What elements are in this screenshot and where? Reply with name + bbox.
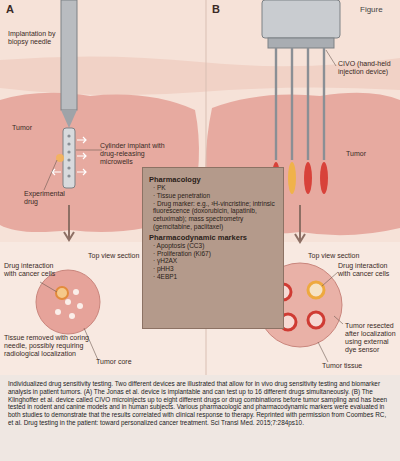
list-item: · Tissue penetration bbox=[149, 192, 277, 200]
leader-line bbox=[76, 150, 102, 151]
drug-spot bbox=[56, 287, 68, 299]
cylinder-implant bbox=[63, 128, 75, 188]
drug-release bbox=[56, 154, 64, 162]
list-item: · Drug marker: e.g., ³H-vincristine; int… bbox=[149, 200, 277, 231]
annotation: Drug interaction with cancer cells bbox=[338, 262, 398, 278]
annotation: Implantation by biopsy needle bbox=[8, 30, 58, 46]
leader-line bbox=[84, 328, 98, 360]
annotation: Top view section bbox=[88, 252, 148, 260]
leader-line bbox=[318, 342, 328, 362]
tissue-layer bbox=[0, 56, 400, 95]
panel-letter: A bbox=[6, 3, 26, 16]
down-arrow bbox=[295, 205, 305, 242]
background bbox=[0, 0, 400, 375]
annotation: Tissue removed with coring needle, possi… bbox=[4, 334, 96, 358]
annotation: Top view section bbox=[308, 252, 378, 260]
leader-line bbox=[326, 50, 336, 66]
down-arrow bbox=[64, 205, 74, 240]
list-item: · Apoptosis (CC3) bbox=[149, 242, 277, 250]
civo-device bbox=[262, 0, 340, 38]
device-base bbox=[268, 38, 334, 48]
info-box: Pharmacology· PK· Tissue penetration· Dr… bbox=[142, 167, 284, 329]
needle-tip bbox=[61, 110, 77, 128]
microwell-section bbox=[55, 289, 83, 319]
injection-needles bbox=[276, 48, 324, 160]
section-heading: Pharmacology bbox=[149, 175, 277, 184]
list-item: · PK bbox=[149, 184, 277, 192]
list-item: · pHH3 bbox=[149, 265, 277, 273]
annotation: Tumor resected after localization using … bbox=[345, 322, 400, 354]
figure-caption: Individualized drug sensitivity testing.… bbox=[8, 380, 392, 427]
list-item: · Proliferation (Ki67) bbox=[149, 250, 277, 258]
annotation: CIVO (hand-held injection device) bbox=[338, 60, 398, 76]
biopsy-needle bbox=[61, 0, 77, 110]
panel-letter: B bbox=[212, 3, 232, 16]
leader-line bbox=[44, 160, 57, 190]
tumor-core bbox=[36, 270, 100, 334]
section-heading: Pharmacodynamic markers bbox=[149, 233, 277, 242]
annotation: Experimental drug bbox=[24, 190, 70, 206]
annotation: Tumor bbox=[346, 150, 386, 158]
leader-line bbox=[40, 282, 57, 292]
release-arrows bbox=[52, 137, 86, 175]
annotation: Tumor bbox=[12, 124, 52, 132]
figure-title: Figure bbox=[360, 5, 383, 14]
annotation: Tumor tissue bbox=[322, 362, 382, 370]
microwells bbox=[67, 134, 70, 177]
list-item: · γH2AX bbox=[149, 257, 277, 265]
annotation: Tumor core bbox=[96, 358, 146, 366]
annotation: Drug interaction with cancer cells bbox=[4, 262, 60, 278]
annotation: Cylinder implant with drug-releasing mic… bbox=[100, 142, 170, 166]
leader-line bbox=[334, 316, 343, 324]
leader-line bbox=[322, 272, 338, 286]
list-item: · 4EBP1 bbox=[149, 273, 277, 281]
